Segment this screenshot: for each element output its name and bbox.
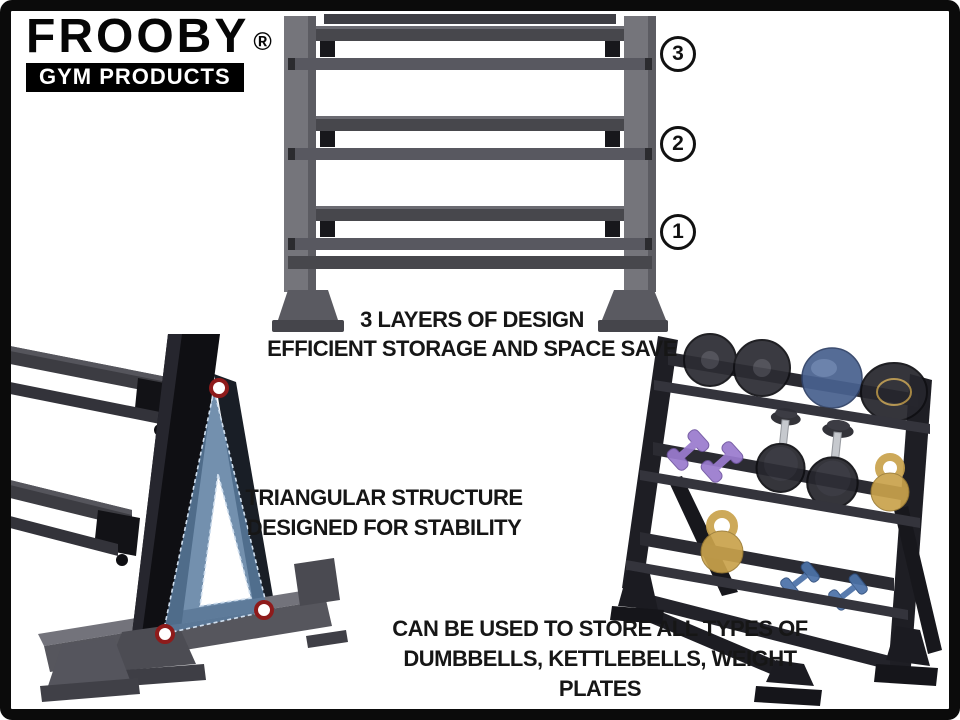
bottom-rail [288, 256, 652, 269]
rack-foot-right [598, 290, 668, 332]
rack-leg-closeup-illustration [10, 334, 348, 702]
caption-storage-line2: DUMBBELLS, KETTLEBELLS, WEIGHT PLATES [403, 646, 797, 701]
shelf-tier-1 [288, 206, 652, 250]
loaded-foot-left [610, 570, 664, 624]
caption-layers-line2: EFFICIENT STORAGE AND SPACE SAVE [267, 336, 677, 361]
loaded-rack-illustration [610, 333, 942, 706]
loaded-shelf-rail-3 [626, 560, 908, 620]
shelf-bars-lower [10, 480, 140, 566]
front-leg [132, 334, 220, 636]
caption-layers-line1: 3 LAYERS OF DESIGN [360, 307, 584, 332]
weight-plates-icon [683, 333, 791, 397]
caption-triangle-line1: TRIANGULAR STRUCTURE [245, 485, 523, 510]
layer-badge-1: 1 [660, 214, 696, 250]
brand-logo: FROOBY ® GYM PRODUCTS [26, 10, 272, 92]
shelf-tier-2 [288, 116, 652, 160]
adjustable-dumbbell-icon [755, 408, 859, 509]
plate-stack-icon [860, 362, 928, 422]
joint-marker-bottom-right [254, 600, 274, 620]
loaded-shelf-rail-2 [640, 470, 920, 528]
base-foot-left [40, 638, 140, 702]
loaded-foot-middle [754, 660, 822, 706]
caption-triangle: TRIANGULAR STRUCTURE DESIGNED FOR STABIL… [238, 483, 530, 543]
rear-leg [214, 374, 276, 620]
layer-badge-3: 3 [660, 36, 696, 72]
shelf-tier-3 [288, 26, 652, 70]
loaded-shelf-rail-1 [654, 380, 930, 434]
gold-kettlebell-icon-2 [700, 510, 744, 574]
stability-triangle-overlay [161, 389, 269, 636]
caption-storage: CAN BE USED TO STORE ALL TYPES OF DUMBBE… [380, 614, 820, 704]
layer-badge-2: 2 [660, 126, 696, 162]
base-runner [634, 602, 798, 684]
shelf-bars-upper [10, 346, 180, 436]
medicine-ball-icon [801, 347, 863, 409]
brand-tagline: GYM PRODUCTS [26, 63, 244, 92]
empty-rack-illustration [272, 14, 668, 332]
joint-marker-bottom-left [155, 624, 175, 644]
loaded-base-rail [624, 588, 890, 670]
registered-trademark-icon: ® [253, 28, 272, 56]
joint-marker-top [209, 378, 229, 398]
rear-bar [324, 14, 616, 24]
base-end-cap-right [294, 558, 348, 648]
loaded-foot-right [874, 626, 938, 686]
rack-foot-left [272, 290, 344, 332]
caption-storage-line1: CAN BE USED TO STORE ALL TYPES OF [392, 616, 808, 641]
loaded-post-left [622, 336, 678, 592]
caption-layers: 3 LAYERS OF DESIGN EFFICIENT STORAGE AND… [262, 305, 682, 363]
caption-triangle-line2: DESIGNED FOR STABILITY [246, 515, 522, 540]
gold-kettlebell-icon [870, 453, 910, 512]
brand-name: FROOBY [26, 10, 250, 63]
purple-dumbbell-icon [666, 429, 744, 483]
right-a-brace [894, 506, 942, 654]
